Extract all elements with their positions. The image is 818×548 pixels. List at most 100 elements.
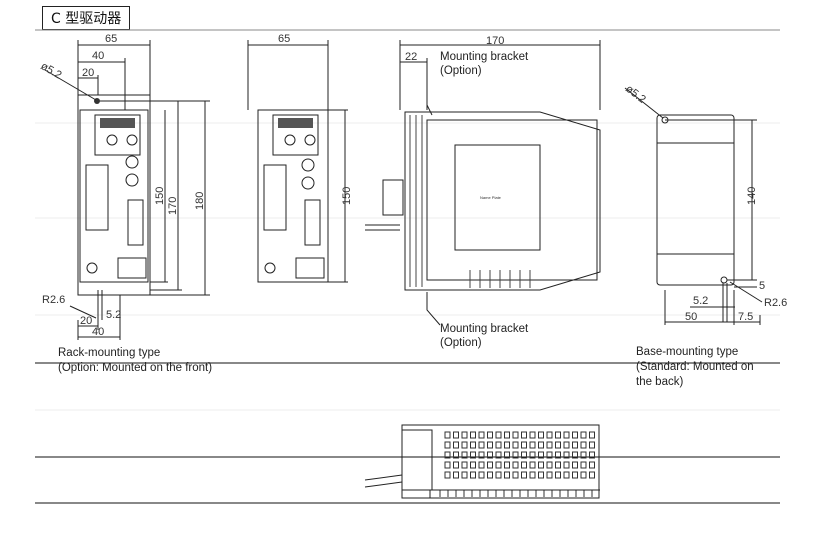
vent-slot (521, 431, 527, 439)
vent-slot (580, 431, 587, 439)
bracket-label-top: Mounting bracket (440, 51, 529, 63)
rack-caption: Rack-mounting type (58, 347, 160, 359)
bracket-label-bottom: Mounting bracket (440, 323, 529, 335)
vent-slot (589, 471, 595, 479)
vent-slot (478, 451, 485, 459)
vent-slot (563, 441, 570, 449)
vent-slot (444, 461, 451, 469)
vent-slot (495, 451, 502, 459)
vent-slot (538, 451, 544, 459)
vent-slot (487, 441, 493, 449)
rack-mounting-view: 65 40 20 ø5.2 180 170 150 5.2 R2.6 20 40 (39, 33, 210, 340)
vent-slot (546, 451, 553, 459)
dim-150: 150 (154, 187, 166, 205)
vent-slot (495, 471, 502, 479)
vent-slot (546, 431, 553, 439)
vent-slot (580, 471, 587, 479)
vent-slot (487, 471, 493, 479)
vent-slot (563, 471, 570, 479)
vent-slot (521, 451, 527, 459)
dim-slot: 5.2 (693, 295, 708, 307)
dim-65: 65 (278, 33, 290, 45)
vent-slot (453, 441, 459, 449)
dim-slot: 5.2 (106, 309, 121, 321)
vent-slot (461, 441, 468, 449)
dim-140: 140 (746, 187, 758, 205)
vent-slot (487, 431, 493, 439)
dim-50: 50 (685, 311, 697, 323)
vent-slot (555, 461, 561, 469)
base-mounting-view: ø5.2 140 5 5.2 R2.6 50 7.5 (623, 83, 787, 325)
vent-slot (512, 471, 519, 479)
dim-5: 5 (759, 280, 765, 292)
vent-slot (529, 471, 536, 479)
dim-20: 20 (82, 67, 94, 79)
vent-slot (470, 431, 476, 439)
vent-slot (512, 461, 519, 469)
dim-170: 170 (167, 197, 179, 215)
vent-slot (580, 451, 587, 459)
vent-slot (538, 471, 544, 479)
bottom-view (364, 424, 600, 499)
vent-slot (504, 461, 510, 469)
vent-slot (487, 451, 493, 459)
vent-slot (495, 441, 502, 449)
dim-65: 65 (105, 33, 117, 45)
vent-slot (572, 451, 578, 459)
vent-slot (555, 441, 561, 449)
vent-slot (538, 431, 544, 439)
vent-slot (580, 441, 587, 449)
vent-slot (470, 451, 476, 459)
vent-slot (589, 441, 595, 449)
vent-slot (504, 451, 510, 459)
vent-slot (589, 451, 595, 459)
vent-slot (495, 431, 502, 439)
vent-slot (572, 471, 578, 479)
side-view: 170 22 Name Plate (365, 35, 601, 326)
base-caption-note: (Standard: Mounted on (636, 361, 754, 373)
section-title: C 型驱动器 (42, 6, 131, 30)
vent-slot (529, 451, 536, 459)
vent-slot (546, 471, 553, 479)
vent-slot (563, 451, 570, 459)
vent-slot (538, 461, 544, 469)
vent-slot (563, 461, 570, 469)
vent-slot (504, 471, 510, 479)
vent-slot (555, 431, 561, 439)
vent-slot (555, 471, 561, 479)
vent-slot (521, 441, 527, 449)
dim-180: 180 (194, 192, 206, 210)
dim-40: 40 (92, 50, 104, 62)
vent-slot (572, 461, 578, 469)
vent-slot (546, 441, 553, 449)
vent-slot (453, 431, 459, 439)
rack-caption-note: (Option: Mounted on the front) (58, 362, 212, 374)
front-view: 65 150 (247, 33, 353, 283)
vent-slot (453, 451, 459, 459)
vent-slot (470, 471, 476, 479)
vent-slot (453, 461, 459, 469)
bracket-option-top: (Option) (440, 65, 482, 77)
vent-slot (495, 461, 502, 469)
vent-slot (444, 471, 451, 479)
vent-slot (538, 441, 544, 449)
vent-slot (470, 441, 476, 449)
base-caption: Base-mounting type (636, 346, 738, 358)
vent-slot (521, 471, 527, 479)
vent-slot (512, 431, 519, 439)
vent-slot (478, 431, 485, 439)
dim-radius: R2.6 (764, 297, 787, 309)
vent-slot (444, 431, 451, 439)
vent-slot (487, 461, 493, 469)
vent-slot (589, 461, 595, 469)
vent-slot (461, 471, 468, 479)
dim-hole: ø5.2 (623, 83, 648, 106)
vent-slot (521, 461, 527, 469)
vent-slot (461, 461, 468, 469)
vent-slot (512, 451, 519, 459)
vent-slot (478, 471, 485, 479)
dim-bottom-20: 20 (80, 315, 92, 327)
dim-bottom-40: 40 (92, 326, 104, 338)
name-plate: Name Plate (480, 195, 502, 200)
